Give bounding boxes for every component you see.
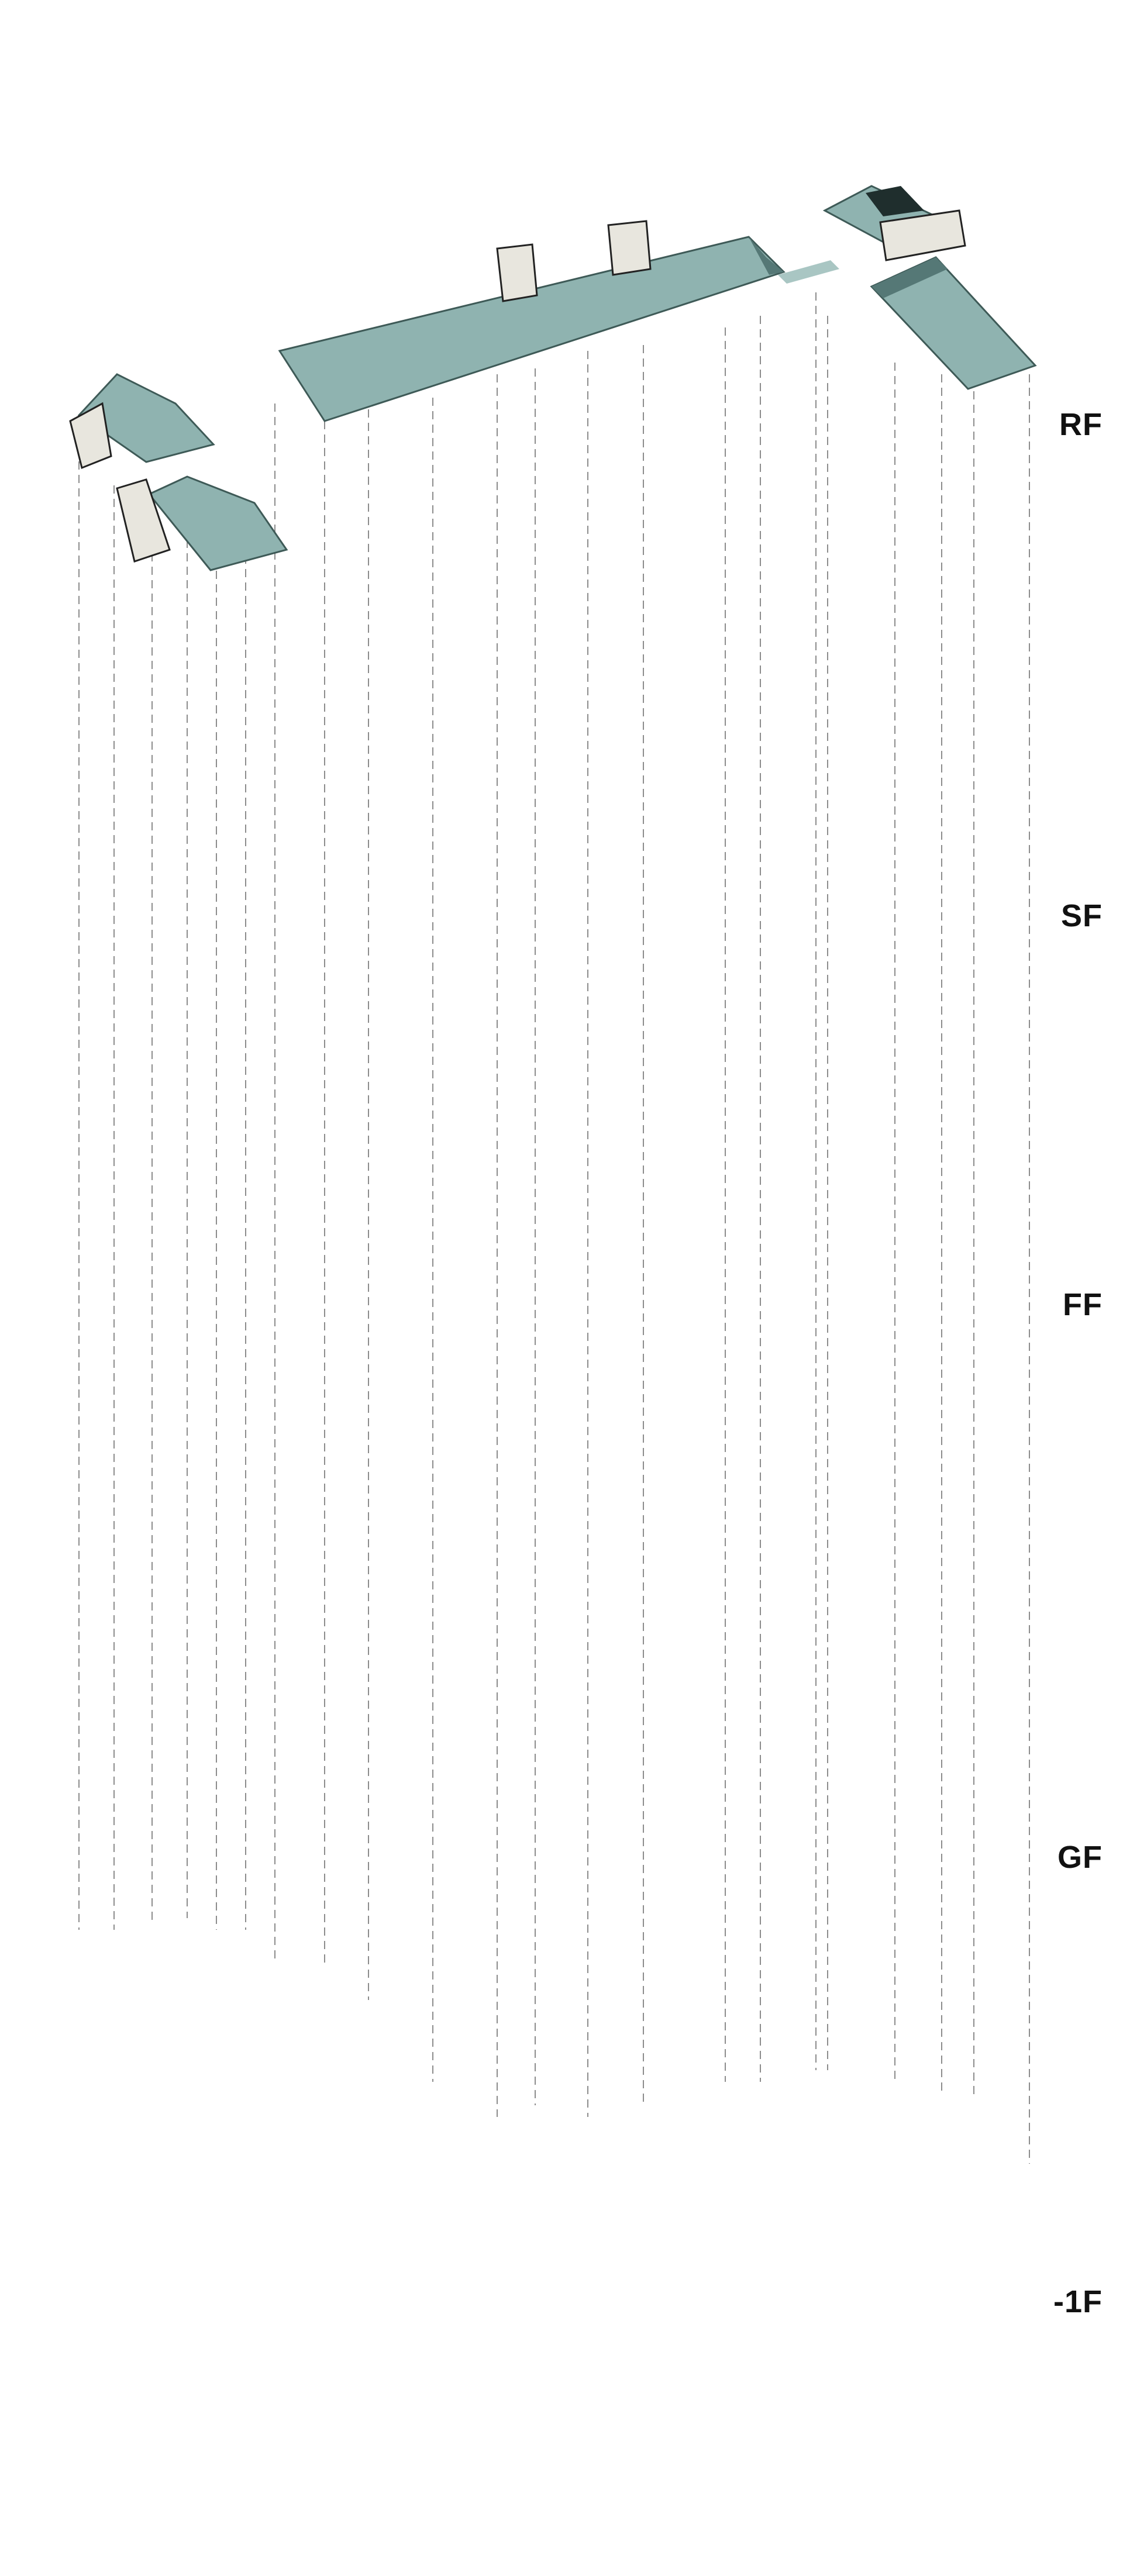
level-label-ff: FF bbox=[1063, 1287, 1103, 1322]
level-label-rf: RF bbox=[1059, 407, 1103, 442]
level-label-sf: SF bbox=[1060, 898, 1103, 933]
level-label-b1: -1F bbox=[1053, 2284, 1103, 2319]
west-roofs bbox=[69, 373, 288, 571]
level-label-gf: GF bbox=[1057, 1840, 1103, 1875]
roof-level bbox=[69, 185, 1037, 571]
projection-lines bbox=[78, 292, 1030, 2164]
main-roof bbox=[278, 220, 839, 422]
east-roofs bbox=[822, 185, 1037, 390]
